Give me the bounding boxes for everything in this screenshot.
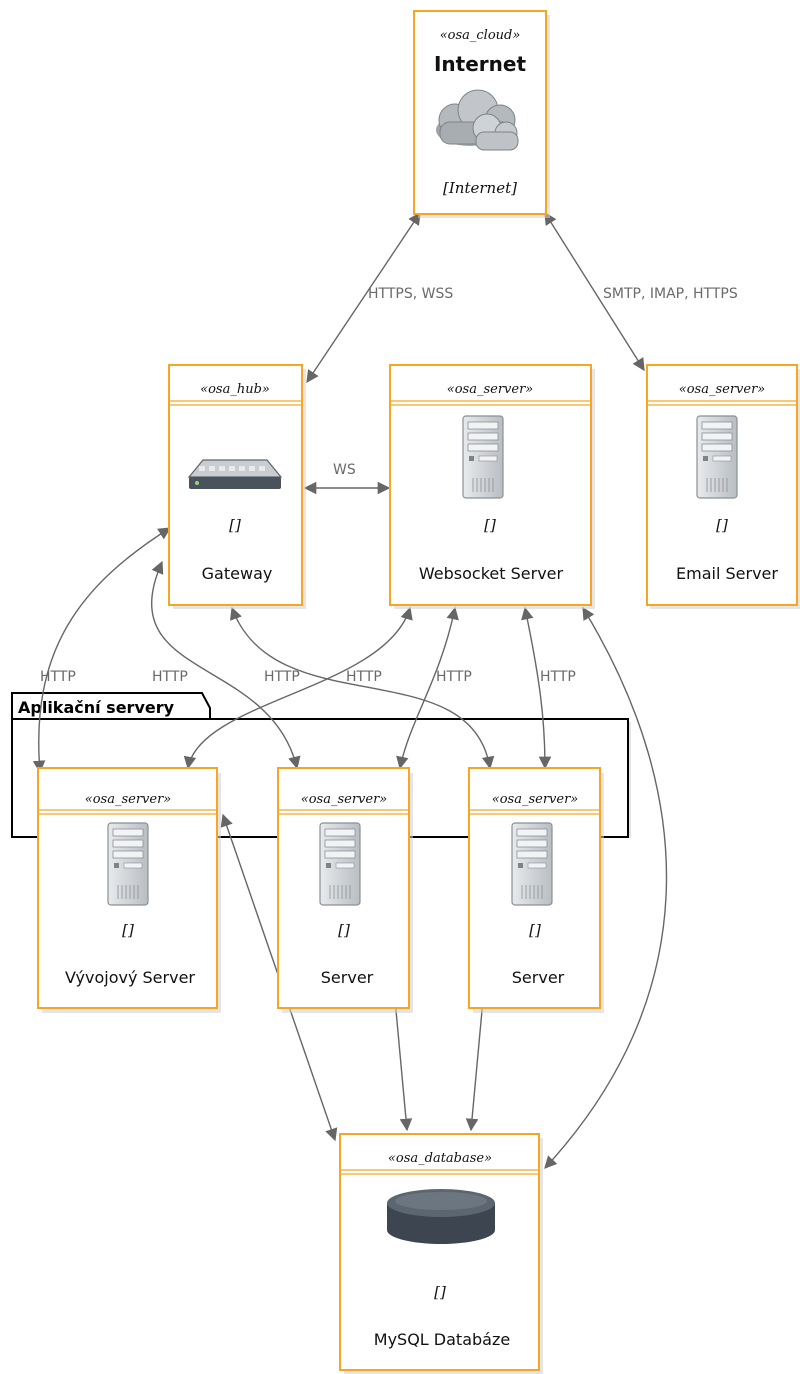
node-gateway: «osa_hub» [] Gateway	[168, 364, 306, 609]
node-technology: []	[338, 921, 350, 939]
node-name: Email Server	[676, 564, 778, 583]
node-stereotype: «osa_cloud»	[440, 28, 521, 43]
node-technology: []	[529, 921, 541, 939]
server-icon	[696, 415, 738, 499]
edge-label-websocket-app2: HTTP	[540, 669, 576, 685]
node-internet: «osa_cloud» Internet [Internet]	[413, 10, 550, 218]
server-icon	[462, 415, 504, 499]
node-stereotype: «osa_server»	[679, 382, 766, 397]
node-name: Vývojový Server	[65, 968, 195, 987]
node-technology: []	[122, 921, 134, 939]
node-email-server: «osa_server» [] Email Server	[646, 364, 800, 609]
edge-label-gateway-app1: HTTP	[152, 669, 188, 685]
node-stereotype: «osa_server»	[85, 792, 172, 807]
node-technology: []	[434, 1283, 446, 1301]
node-name: Websocket Server	[419, 564, 564, 583]
node-technology: []	[484, 516, 496, 534]
node-name: Gateway	[202, 564, 273, 583]
edge-label-websocket-app1: HTTP	[436, 669, 472, 685]
edge-label-internet-gateway: HTTPS, WSS	[368, 286, 453, 302]
server-icon	[511, 822, 553, 906]
edge-label-internet-email: SMTP, IMAP, HTTPS	[603, 286, 738, 302]
edge-gateway-dev	[32, 527, 172, 774]
node-stereotype: «osa_server»	[301, 792, 388, 807]
node-server-2: «osa_server» [] Server	[468, 767, 604, 1013]
server-icon	[319, 822, 361, 906]
node-name: Server	[321, 968, 374, 987]
node-technology: []	[716, 516, 728, 534]
node-title: Internet	[434, 52, 526, 76]
edge-internet-email	[544, 211, 645, 372]
node-stereotype: «osa_database»	[388, 1151, 492, 1166]
hub-icon	[187, 459, 283, 489]
edges	[32, 211, 668, 1169]
edge-websocket-app1	[396, 606, 459, 770]
edge-labels: HTTPS, WSS SMTP, IMAP, HTTPS WS HTTP HTT…	[40, 286, 738, 685]
edge-internet-gateway	[306, 211, 421, 384]
edge-websocket-db	[544, 606, 668, 1169]
node-stereotype: «osa_server»	[492, 792, 579, 807]
node-stereotype: «osa_hub»	[200, 382, 270, 397]
node-server-1: «osa_server» [] Server	[277, 767, 413, 1013]
edge-label-gateway-websocket: WS	[333, 462, 356, 478]
server-icon	[107, 822, 149, 906]
node-technology: [Internet]	[443, 179, 517, 197]
edge-label-gateway-dev: HTTP	[40, 669, 76, 685]
node-mysql-databaze: «osa_database» [] MySQL Databáze	[339, 1133, 543, 1374]
edge-label-websocket-dev: HTTP	[346, 669, 382, 685]
node-name: Server	[512, 968, 565, 987]
edge-websocket-dev	[183, 606, 413, 770]
node-websocket-server: «osa_server» [] Websocket Server	[389, 364, 595, 609]
node-technology: []	[229, 516, 241, 534]
node-stereotype: «osa_server»	[447, 382, 534, 397]
node-vyvojovy-server: «osa_server» [] Vývojový Server	[37, 767, 221, 1013]
edge-label-gateway-app2: HTTP	[264, 669, 300, 685]
node-name: MySQL Databáze	[374, 1330, 510, 1349]
cloud-icon	[436, 89, 519, 151]
database-icon	[387, 1189, 495, 1244]
